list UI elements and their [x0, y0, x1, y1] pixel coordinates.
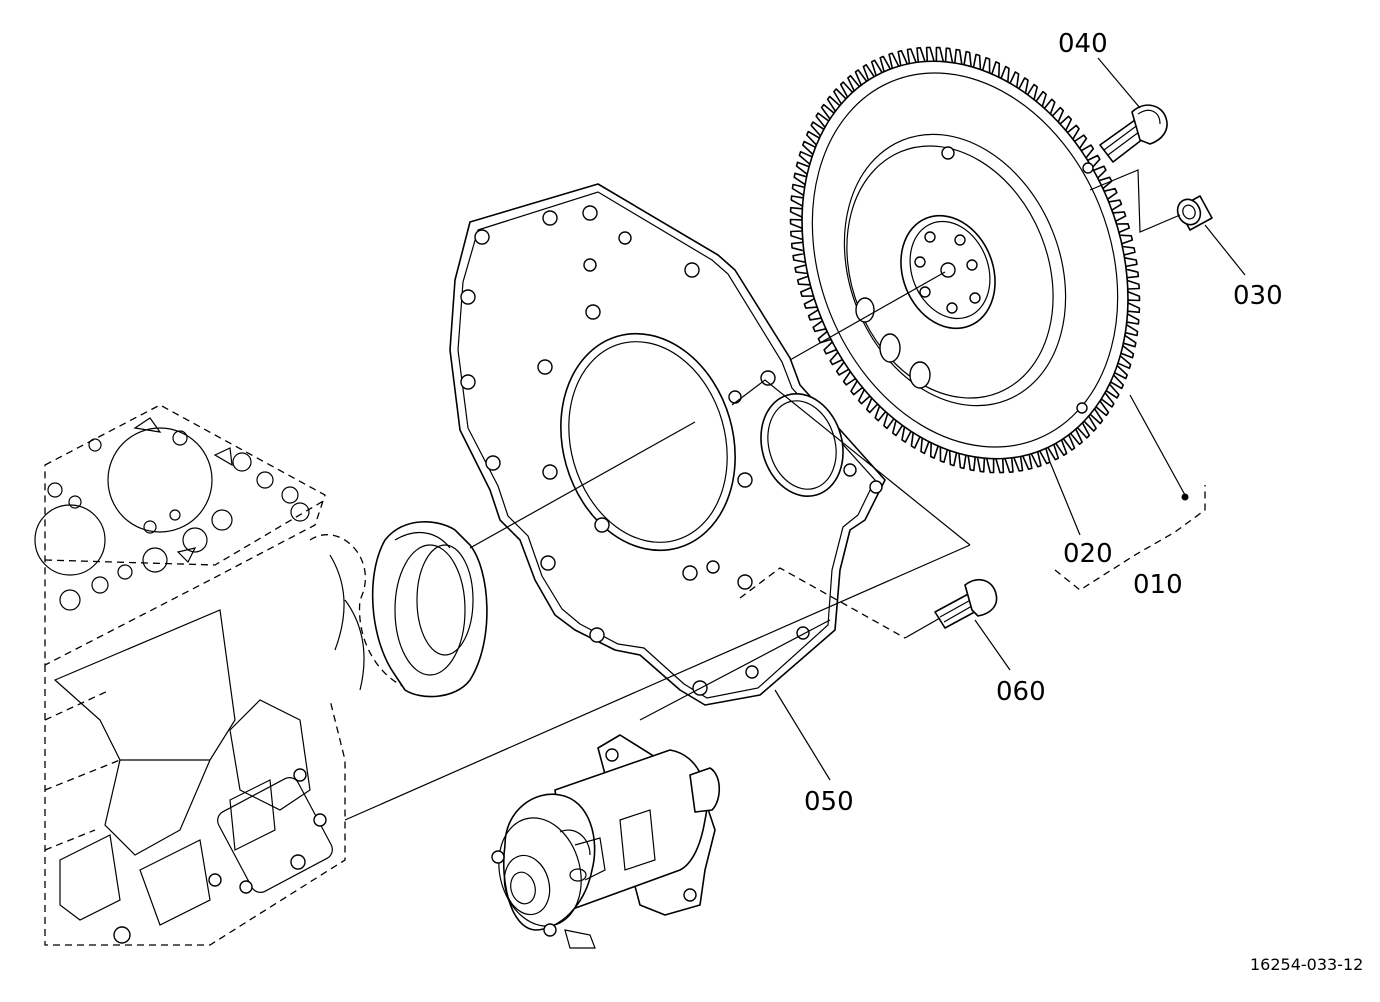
end-plate: [449, 183, 886, 706]
callout-030: 030: [1233, 281, 1283, 311]
engine-block: [34, 404, 346, 946]
callout-labels: 040 030 020 010 060 050 16254-033-12: [804, 29, 1363, 974]
callout-020: 020: [1063, 539, 1113, 569]
starter-motor: [491, 734, 721, 949]
plate-bolt: [934, 578, 998, 629]
callout-060: 060: [996, 677, 1046, 707]
crankshaft-end: [309, 521, 488, 698]
flywheel: [789, 46, 1141, 474]
flywheel-bolt: [1099, 104, 1168, 163]
leader-lines: [774, 57, 1246, 781]
callout-050: 050: [804, 787, 854, 817]
assembly-lines: [344, 169, 1181, 821]
plate-bolt-holes: [460, 205, 883, 696]
callout-010: 010: [1133, 570, 1183, 600]
callout-040: 040: [1058, 29, 1108, 59]
reference-code: 16254-033-12: [1250, 955, 1363, 974]
dowel-pin: [1176, 195, 1213, 231]
